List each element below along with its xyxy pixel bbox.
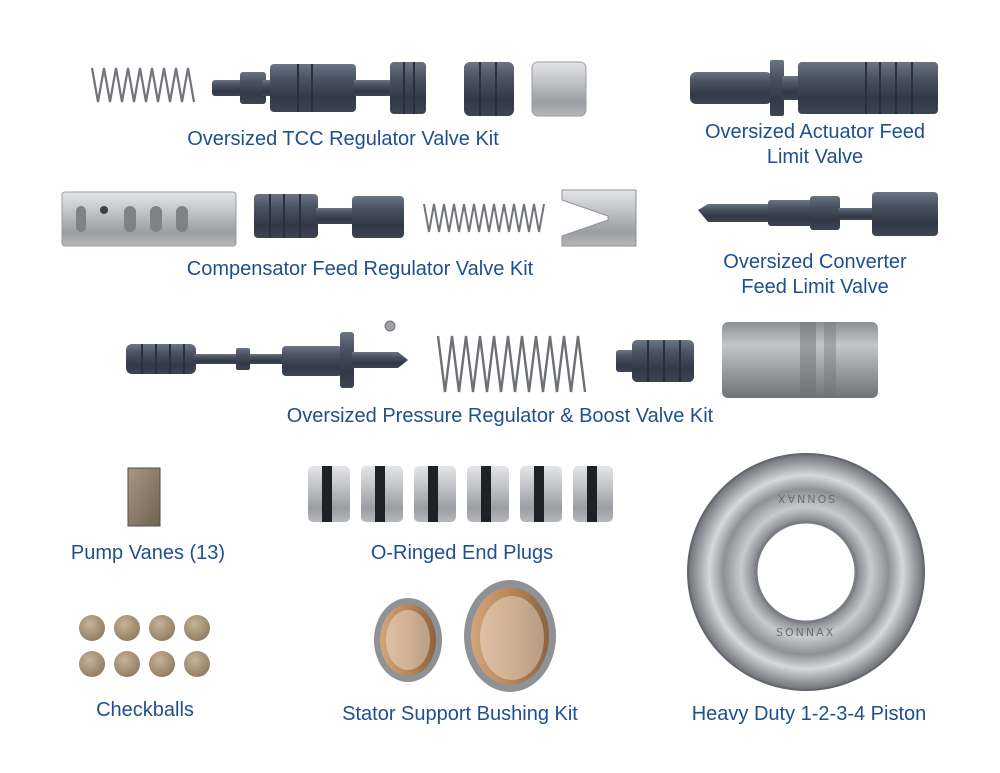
checkballs-image: [79, 615, 210, 677]
label-pressure-regulator-kit: Oversized Pressure Regulator & Boost Val…: [286, 405, 714, 427]
pressure-spring: [436, 335, 587, 393]
piston-engraving-top: SONNAX: [776, 492, 836, 505]
actuator-feed-valve: [690, 60, 938, 116]
label-stator-bushing-kit: Stator Support Bushing Kit: [342, 703, 578, 725]
piston-image: [687, 453, 925, 691]
compensator-retainer-clip: [561, 189, 637, 247]
label-end-plugs: O-Ringed End Plugs: [370, 542, 554, 564]
label-pump-vanes: Pump Vanes (13): [70, 542, 226, 564]
tcc-valve-spool: [212, 62, 426, 114]
compensator-spring: [423, 203, 545, 233]
tcc-small-plug: [464, 62, 514, 116]
label-tcc-regulator-kit: Oversized TCC Regulator Valve Kit: [187, 128, 499, 150]
label-piston: Heavy Duty 1-2-3-4 Piston: [691, 703, 927, 725]
boost-sleeve: [722, 322, 878, 398]
pressure-checkball-small: [384, 320, 396, 332]
piston-engraving-bottom: SONNAX: [776, 626, 836, 639]
label-checkballs: Checkballs: [96, 699, 194, 721]
pressure-regulator-valve: [126, 332, 408, 388]
label-converter-line-1: Oversized Converter: [723, 251, 907, 273]
label-converter-feed-valve: Oversized Converter Feed Limit Valve: [690, 250, 940, 300]
label-converter-line-2: Feed Limit Valve: [741, 276, 889, 298]
label-actuator-line-1: Oversized Actuator Feed: [704, 121, 926, 143]
converter-feed-valve: [698, 192, 938, 236]
compensator-sleeve: [61, 191, 237, 247]
label-compensator-kit: Compensator Feed Regulator Valve Kit: [186, 258, 534, 280]
tcc-spring: [90, 67, 196, 103]
stator-bushing-small: [374, 598, 442, 682]
end-plugs-image: [308, 466, 613, 522]
compensator-valve-spool: [254, 194, 404, 238]
boost-valve: [616, 340, 694, 382]
label-actuator-line-2: Limit Valve: [766, 146, 864, 168]
pump-vane: [127, 467, 161, 527]
label-actuator-feed-valve: Oversized Actuator Feed Limit Valve: [680, 120, 950, 170]
stator-bushing-large: [464, 580, 556, 692]
tcc-sleeve: [531, 61, 587, 117]
